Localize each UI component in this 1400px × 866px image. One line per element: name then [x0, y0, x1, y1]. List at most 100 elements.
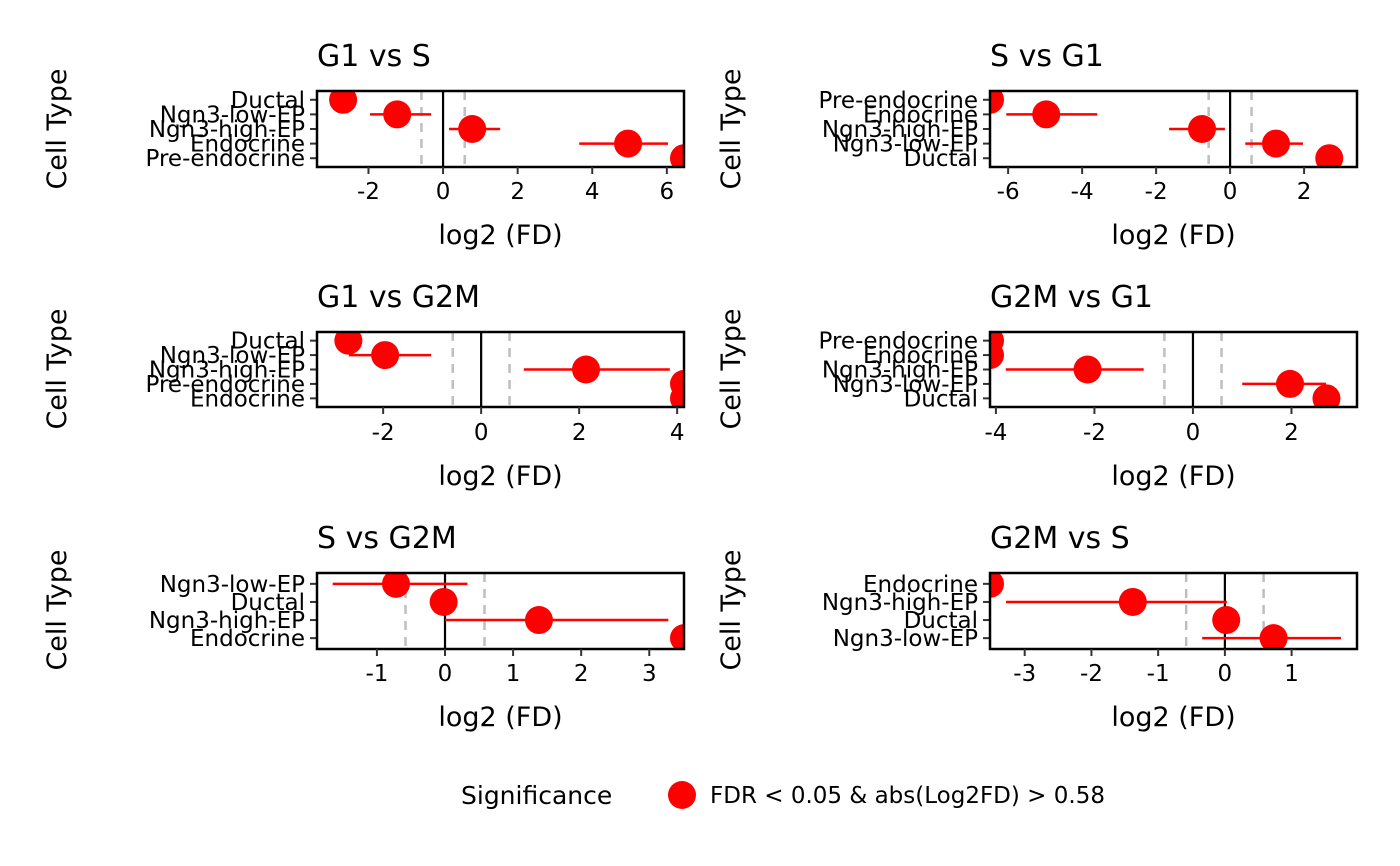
y-tick-label: Ngn3-low-EP: [160, 343, 305, 369]
x-tick-label: 2: [572, 420, 587, 446]
data-point: [1118, 587, 1147, 616]
y-axis-label: Cell Type: [716, 308, 747, 429]
panel-title: S vs G1: [990, 39, 1104, 74]
data-point: [614, 129, 643, 158]
x-tick-label: -6: [997, 179, 1020, 205]
y-tick-label: Ngn3-high-EP: [149, 608, 305, 634]
y-axis-label: Cell Type: [716, 68, 747, 189]
y-tick-label: Ductal: [231, 329, 305, 355]
x-tick-label: 4: [585, 179, 600, 205]
y-tick-label: Endocrine: [190, 386, 305, 412]
y-tick-label: Ngn3-low-EP: [833, 372, 978, 398]
plot-area: [334, 332, 684, 407]
panel-title: G1 vs G2M: [317, 280, 480, 315]
y-tick-label: Pre-endocrine: [819, 329, 978, 355]
plot-area: [332, 573, 684, 649]
y-tick-label: Endocrine: [863, 102, 978, 128]
x-tick-label: -3: [1013, 661, 1036, 687]
data-point: [1032, 100, 1061, 129]
legend-label: FDR < 0.05 & abs(Log2FD) > 0.58: [710, 783, 1105, 809]
y-tick-label: Ngn3-low-EP: [160, 572, 305, 598]
y-tick-label: Ngn3-low-EP: [833, 626, 978, 652]
x-tick-label: 4: [670, 420, 685, 446]
data-point: [1276, 369, 1305, 398]
y-tick-label: Endocrine: [863, 572, 978, 598]
panel-title: G2M vs S: [990, 521, 1130, 556]
data-point: [381, 573, 410, 598]
panel-frame: [315, 330, 686, 409]
y-tick-label: Ngn3-high-EP: [822, 358, 978, 384]
data-point: [458, 115, 487, 143]
x-tick-label: 6: [660, 179, 675, 205]
x-tick-label: -1: [365, 661, 388, 687]
y-tick-label: Ngn3-high-EP: [149, 358, 305, 384]
data-point: [1187, 115, 1216, 143]
x-tick-label: 2: [574, 661, 589, 687]
panel-title: G2M vs G1: [990, 280, 1153, 315]
y-tick-label: Ductal: [904, 386, 978, 412]
x-tick-label: 1: [506, 661, 521, 687]
panel-g2m-vs-g1: G2M vs G1 Cell Type log2 (FD) Pre-endocrine…: [716, 280, 1359, 492]
x-tick-label: -2: [1080, 661, 1103, 687]
x-axis-label: log2 (FD): [438, 461, 562, 492]
y-axis-label: Cell Type: [42, 68, 73, 189]
data-point: [990, 341, 1004, 370]
plot-area: [990, 91, 1344, 167]
legend-title: Significance: [461, 781, 612, 810]
y-tick-label: Endocrine: [190, 132, 305, 158]
panel-frame: [988, 330, 1359, 409]
y-tick-label: Ngn3-low-EP: [833, 132, 978, 158]
legend: Significance FDR < 0.05 & abs(Log2FD) > …: [461, 781, 1105, 810]
data-point: [371, 341, 400, 370]
data-point: [329, 91, 358, 114]
y-axis-label: Cell Type: [716, 549, 747, 670]
data-point: [990, 573, 1004, 598]
x-tick-label: -2: [372, 420, 395, 446]
data-point: [1315, 144, 1344, 167]
x-tick-label: 0: [1218, 661, 1233, 687]
y-tick-label: Ductal: [904, 608, 978, 634]
data-point: [524, 606, 553, 635]
panel-title: S vs G2M: [317, 521, 457, 556]
y-tick-label: Ductal: [231, 590, 305, 616]
x-tick-label: -4: [1071, 179, 1094, 205]
x-tick-label: -1: [1147, 661, 1170, 687]
y-tick-label: Ngn3-low-EP: [160, 102, 305, 128]
x-axis-label: log2 (FD): [1111, 461, 1235, 492]
x-tick-label: 0: [436, 179, 451, 205]
data-point: [1073, 355, 1102, 384]
data-point: [1261, 129, 1290, 158]
y-tick-label: Endocrine: [863, 343, 978, 369]
data-point: [1259, 624, 1288, 649]
x-tick-label: 0: [438, 661, 453, 687]
data-point: [1312, 384, 1341, 407]
y-tick-label: Ductal: [231, 88, 305, 114]
y-tick-label: Ngn3-high-EP: [822, 590, 978, 616]
data-point: [670, 624, 684, 649]
x-tick-label: 0: [1186, 420, 1201, 446]
panel-frame: [315, 571, 686, 651]
y-tick-label: Ngn3-high-EP: [822, 117, 978, 143]
plot-area: [990, 332, 1341, 407]
x-tick-label: -2: [1145, 179, 1168, 205]
x-tick-label: 2: [1284, 420, 1299, 446]
panel-frame: [988, 571, 1359, 651]
legend-key-significant: [668, 781, 696, 809]
x-axis-label: log2 (FD): [438, 702, 562, 733]
x-tick-label: 0: [1223, 179, 1238, 205]
x-tick-label: 3: [642, 661, 657, 687]
data-point: [1212, 606, 1241, 635]
data-point: [383, 100, 412, 129]
data-point: [334, 332, 363, 355]
x-axis-label: log2 (FD): [438, 220, 562, 251]
x-tick-label: -4: [984, 420, 1007, 446]
x-axis-label: log2 (FD): [1111, 220, 1235, 251]
plot-area: [990, 573, 1341, 649]
